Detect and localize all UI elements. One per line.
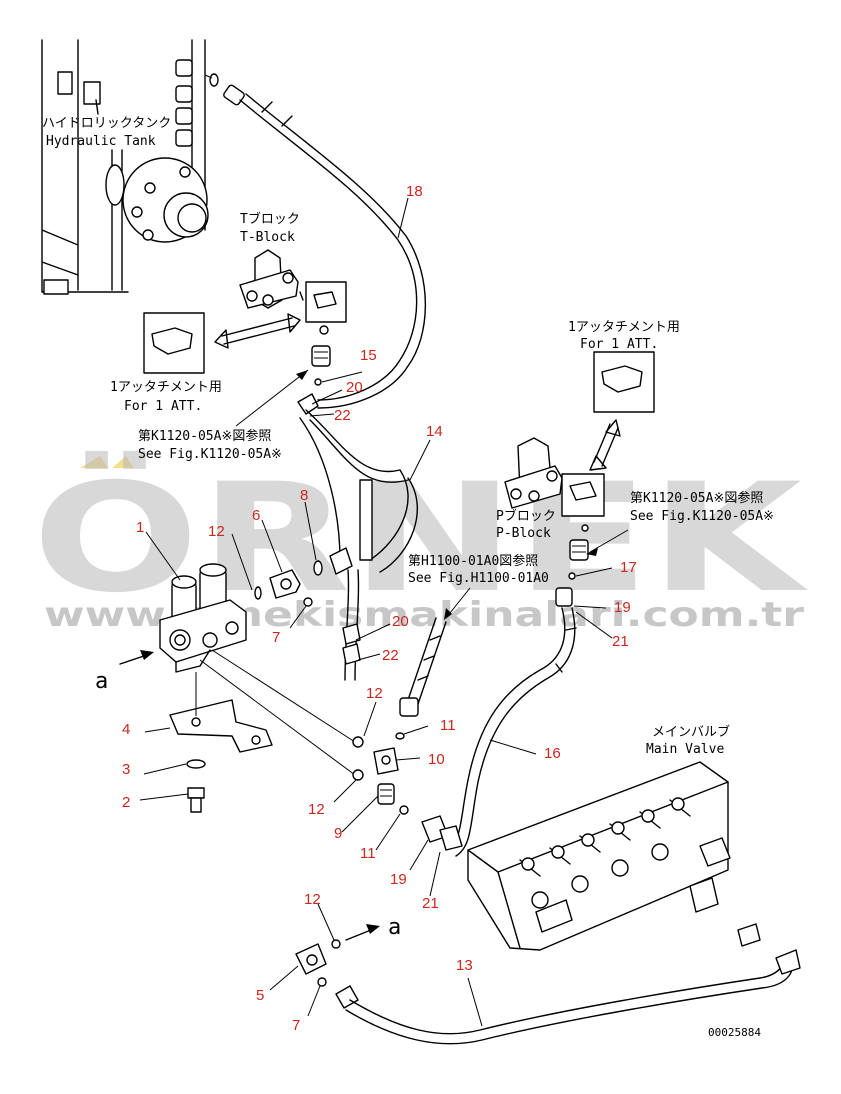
callout-21-upper: 21 [612, 633, 629, 650]
callout-12-valve: 12 [208, 523, 225, 540]
att-fitting-right [601, 365, 643, 393]
ref-h-label-jp: 第H1100-01A0図参照 [408, 553, 538, 569]
callout-20-upper: 20 [346, 379, 363, 396]
callout-14: 14 [426, 423, 443, 440]
callout-9: 9 [334, 825, 342, 842]
watermark-brand: ÖRNEK [32, 450, 808, 626]
callout-20-lower: 20 [392, 613, 409, 630]
p-block [504, 437, 605, 532]
hose-14 [297, 393, 418, 681]
arrow-a-left [119, 650, 154, 665]
t-block-label-jp: Tブロック [240, 211, 300, 227]
callout-11-upper: 11 [440, 717, 456, 734]
callout-11-lower: 11 [360, 845, 376, 862]
hose-13 [335, 949, 801, 1045]
ref-k-left-label-en: See Fig.K1120-05A※ [138, 447, 282, 462]
fitting-5 [295, 943, 327, 987]
leader-ref-k-left [235, 369, 309, 427]
hydraulic-tank-label-en: Hydraulic Tank [46, 134, 156, 149]
fitting-6 [254, 560, 323, 607]
p-block-label-jp: Pブロック [496, 508, 556, 524]
watermark-url: www.ornekismakinalari.com.tr [44, 595, 804, 635]
hydraulic-tank [41, 39, 219, 295]
ref-k-left-label-jp: 第K1120-05A※図参照 [138, 428, 271, 444]
callout-21-lower: 21 [422, 895, 439, 912]
fitting-17 [568, 539, 589, 580]
main-valve-label-en: Main Valve [646, 742, 724, 757]
callout-7-lower: 7 [292, 1017, 300, 1034]
hose-16 [421, 587, 577, 857]
washer-3 [186, 759, 206, 769]
callout-17: 17 [620, 559, 637, 576]
callouts: 1 2 3 4 5 6 7 7 8 9 10 11 11 12 12 12 12… [122, 183, 637, 1034]
main-valve [467, 761, 761, 951]
callout-18: 18 [406, 183, 423, 200]
leader-valve-12b [199, 659, 356, 776]
callout-10: 10 [428, 751, 445, 768]
callout-leaders [139, 197, 613, 1027]
callout-8: 8 [300, 487, 308, 504]
arrow-a-left-label: a [95, 669, 108, 694]
callout-22-lower: 22 [382, 647, 399, 664]
att-left-label-en: For 1 ATT. [124, 399, 202, 414]
hose-ref-h [399, 617, 447, 717]
t-block [239, 249, 347, 335]
att-fitting-left [151, 327, 193, 355]
callout-12-bottom: 12 [304, 891, 321, 908]
callout-7-upper: 7 [272, 629, 280, 646]
callout-22-upper: 22 [334, 407, 351, 424]
callout-19-lower: 19 [390, 871, 407, 888]
hose-18 [223, 84, 426, 409]
ref-k-right-label-en: See Fig.K1120-05A※ [630, 509, 774, 524]
p-block-label-en: P-Block [496, 526, 551, 541]
watermark-accent-left [80, 456, 108, 468]
arrow-a-bottom-label: a [388, 915, 401, 940]
fitting-15 [311, 345, 331, 386]
hydraulic-tank-label-jp: ハイドロリックタンク [42, 116, 171, 131]
drawing-number: 00025884 [708, 1026, 761, 1039]
callout-15: 15 [360, 347, 377, 364]
bracket-4 [169, 672, 273, 753]
bolt-2 [187, 787, 205, 813]
watermark: ÖRNEK www.ornekismakinalari.com.tr [32, 450, 808, 635]
callout-13: 13 [456, 957, 473, 974]
t-block-label-en: T-Block [240, 230, 295, 245]
leader-valve-12 [211, 649, 356, 743]
callout-12-mid: 12 [366, 685, 383, 702]
t-block-exchange-arrow [214, 313, 301, 349]
callout-6: 6 [252, 507, 260, 524]
solenoid-valve [159, 563, 247, 673]
att-left-label-jp: 1アッタチメント用 [110, 380, 222, 395]
callout-4: 4 [122, 721, 130, 738]
fitting-10 [373, 732, 405, 775]
att-right-label-jp: 1アッタチメント用 [568, 320, 680, 335]
ref-h-label-en: See Fig.H1100-01A0 [408, 571, 549, 586]
callout-2: 2 [122, 794, 130, 811]
ref-k-right-label-jp: 第K1120-05A※図参照 [630, 490, 763, 506]
callout-3: 3 [122, 761, 130, 778]
callout-16: 16 [544, 745, 561, 762]
att-right-label-en: For 1 ATT. [580, 337, 658, 352]
leader-ref-k-right [589, 529, 629, 553]
callout-1: 1 [136, 519, 144, 536]
p-block-exchange-arrow [589, 419, 621, 471]
callout-5: 5 [256, 987, 264, 1004]
fitting-9 [377, 783, 409, 815]
main-valve-label-jp: メインバルブ [652, 724, 730, 740]
watermark-accent-right [112, 456, 134, 468]
arrow-a-bottom [345, 924, 380, 941]
callout-19-upper: 19 [614, 599, 631, 616]
o-ring-12-bottom [331, 939, 341, 949]
callout-12-low: 12 [308, 801, 325, 818]
